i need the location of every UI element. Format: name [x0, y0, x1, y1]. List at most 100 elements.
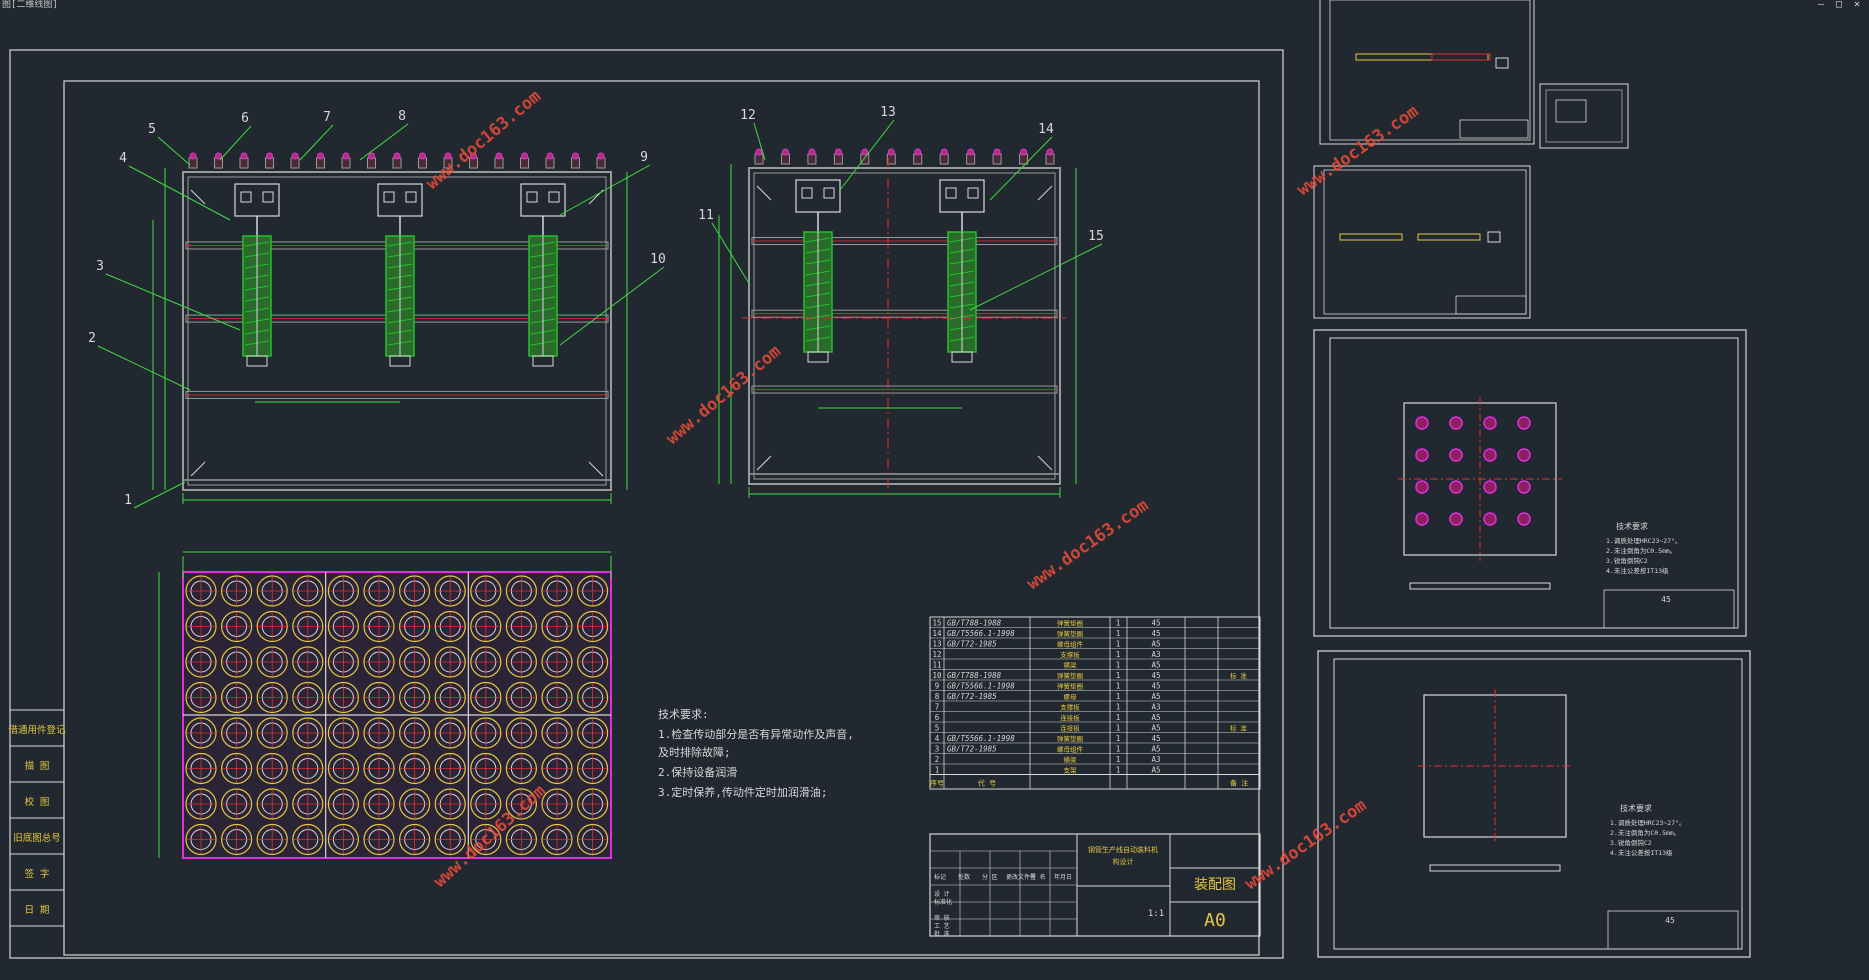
- part-sheet-1-inner: [1329, 0, 1531, 141]
- bottle-outer-ring: [327, 646, 359, 678]
- balloon-leader: [219, 125, 252, 161]
- watermark-text: www.doc163.com: [662, 341, 785, 448]
- sheet-inner-border: [63, 80, 1260, 956]
- top-bolt-head: [1046, 148, 1054, 156]
- bottle-outer-ring: [221, 681, 253, 714]
- bottle-outer-ring: [221, 788, 253, 820]
- bom-cell-no: 3: [935, 745, 940, 754]
- plate-hole: [1483, 448, 1497, 462]
- title-block-label: 更改文件号: [1006, 873, 1036, 881]
- bottle-outer-ring: [256, 717, 288, 749]
- bom-cell-name: 连接板: [1060, 724, 1080, 733]
- bottle-outer-ring: [256, 575, 288, 607]
- top-bolt-head: [215, 152, 222, 160]
- mount-bolt-box: [823, 187, 835, 199]
- technical-requirements: 技术要求:1.检查传动部分是否有异常动作及声音,及时排除故障;2.保持设备润滑3…: [658, 708, 854, 799]
- bottle-outer-ring: [576, 575, 609, 607]
- bottle-outer-ring: [363, 610, 395, 643]
- bom-cell-name: 连接板: [1060, 713, 1080, 722]
- base-beam: [748, 473, 1061, 485]
- plate-hole: [1517, 416, 1531, 430]
- bottle-outer-ring: [292, 823, 324, 856]
- bottle-outer-ring: [363, 646, 395, 678]
- bom-cell-mat: A5: [1151, 713, 1160, 722]
- frame-inner-outline: [753, 172, 1056, 480]
- bottle-outer-ring: [185, 681, 217, 714]
- bottle-outer-ring: [399, 717, 431, 749]
- bom-cell-no: 8: [935, 692, 940, 701]
- bom-cell-mat: 45: [1151, 734, 1160, 743]
- bottle-outer-ring: [327, 610, 359, 643]
- frame-outline: [748, 167, 1061, 485]
- part-sheet-1-detail: [1495, 57, 1509, 69]
- bom-cell-name: 螺母: [1064, 692, 1078, 701]
- title-block-drawing-name: 装配图: [1194, 877, 1236, 893]
- top-bolt-head: [291, 152, 299, 160]
- cylinder-mount-block: [234, 183, 280, 217]
- bom-cell-name: 支撑板: [1060, 650, 1080, 659]
- plate-hole: [1517, 448, 1531, 462]
- bom-cell-qty: 1: [1116, 724, 1121, 733]
- bottle-outer-ring: [185, 788, 217, 820]
- balloon-number-14: 14: [1038, 122, 1054, 137]
- top-bolt-head: [967, 148, 975, 156]
- cylinder-foot: [389, 355, 411, 367]
- bom-cell-qty: 1: [1116, 755, 1121, 764]
- close-icon[interactable]: ✕: [1854, 0, 1861, 10]
- bom-cell-name: 弹簧垫圈: [1057, 734, 1083, 743]
- balloon-number-12: 12: [740, 108, 756, 123]
- sheet-title-block: [1603, 589, 1735, 629]
- top-bolt-head: [546, 152, 554, 160]
- bom-header-code: 代 号: [978, 779, 996, 788]
- balloon-leader: [969, 243, 1103, 311]
- top-bolt-head: [521, 152, 528, 160]
- plate-section: [1429, 864, 1561, 872]
- part-sheet-1-titleblock: [1459, 119, 1529, 139]
- bom-cell-name: 螺母组件: [1057, 640, 1084, 649]
- top-bolt-head: [393, 152, 401, 160]
- bottle-outer-ring: [185, 823, 217, 856]
- bom-cell-qty: 1: [1116, 629, 1121, 638]
- bottle-outer-ring: [434, 610, 466, 643]
- bom-cell-mat: 45: [1151, 671, 1160, 680]
- bottle-outer-ring: [185, 610, 217, 643]
- bottle-outer-ring: [434, 823, 466, 856]
- sheet-tech-line: 3.锐角倒钝C2: [1610, 838, 1652, 847]
- bottle-outer-ring: [363, 752, 395, 785]
- bom-cell-no: 5: [935, 724, 940, 733]
- bom-cell-mat: A5: [1151, 724, 1160, 733]
- sheet-tech-heading: 技术要求: [1616, 521, 1648, 531]
- sheet-material: 45: [1665, 916, 1675, 925]
- title-block-project: 构设计: [1113, 857, 1134, 866]
- balloon-leader: [559, 164, 651, 216]
- bom-cell-qty: 1: [1116, 671, 1121, 680]
- bottle-outer-ring: [399, 575, 431, 607]
- bottle-outer-ring: [434, 681, 466, 714]
- bom-cell-no: 1: [935, 766, 940, 775]
- maximize-icon[interactable]: □: [1836, 0, 1843, 10]
- top-bolt-head: [572, 152, 579, 160]
- title-block-label: 分 区: [982, 873, 998, 881]
- bottle-outer-ring: [576, 752, 609, 785]
- bottle-outer-ring: [327, 681, 359, 714]
- bom-cell-no: 11: [932, 661, 941, 670]
- part-sheet-1-rod: [1355, 53, 1489, 61]
- bom-cell-std: GB/T5566.1-1998: [947, 629, 1015, 638]
- thumbnail-sheet-part: [1555, 99, 1587, 123]
- bom-cell-no: 2: [935, 755, 940, 764]
- watermark-text: www.doc163.com: [1023, 496, 1152, 595]
- balloon-number-9: 9: [640, 150, 648, 165]
- bottle-outer-ring: [221, 752, 253, 785]
- top-bolt-head: [444, 152, 452, 160]
- plate-sheet-frame: [1317, 650, 1751, 958]
- title-block-label: 审 核: [934, 914, 950, 922]
- bom-cell-no: 13: [932, 640, 941, 649]
- bottle-outer-ring: [576, 823, 609, 856]
- bottle-outer-ring: [185, 575, 217, 607]
- title-block-label: 签 名: [1030, 873, 1046, 881]
- minimize-icon[interactable]: –: [1818, 0, 1825, 10]
- bom-cell-name: 横梁: [1064, 661, 1078, 670]
- balloon-number-2: 2: [88, 331, 96, 346]
